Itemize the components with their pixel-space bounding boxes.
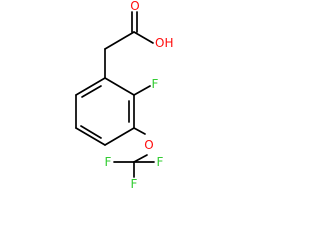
benzene-ring — [75, 77, 135, 146]
acetic-acid-chain — [104, 11, 154, 79]
cf3-fluorine-right-label: F — [157, 155, 164, 169]
ring-double-bond-inner-2 — [80, 125, 102, 139]
trifluoromethoxy-group — [113, 127, 155, 178]
ring-bond-6 — [75, 77, 106, 96]
ring-bond-4 — [75, 127, 106, 146]
ring-bond-3 — [104, 127, 135, 146]
ring-fluorine-label: F — [152, 77, 159, 91]
cf3-fluorine-bottom-label: F — [131, 177, 138, 191]
molecule-structure: O OH F O F F F — [75, 0, 173, 191]
carboxyl-to-oh-bond — [133, 31, 154, 44]
cf3-fluorine-left-label: F — [105, 155, 112, 169]
ether-oxygen-label: O — [144, 138, 153, 152]
ring-bond-1 — [104, 77, 135, 96]
ether-oxygen-to-cf3-bond — [133, 154, 148, 163]
hydroxyl-label: OH — [155, 36, 173, 50]
ring-to-fluorine-bond — [133, 85, 151, 96]
ch2-to-carboxyl-bond — [104, 31, 135, 50]
carbonyl-oxygen-label: O — [130, 0, 139, 13]
ring-to-ether-oxygen-bond — [133, 127, 146, 135]
ring-double-bond-inner-3 — [81, 85, 102, 98]
